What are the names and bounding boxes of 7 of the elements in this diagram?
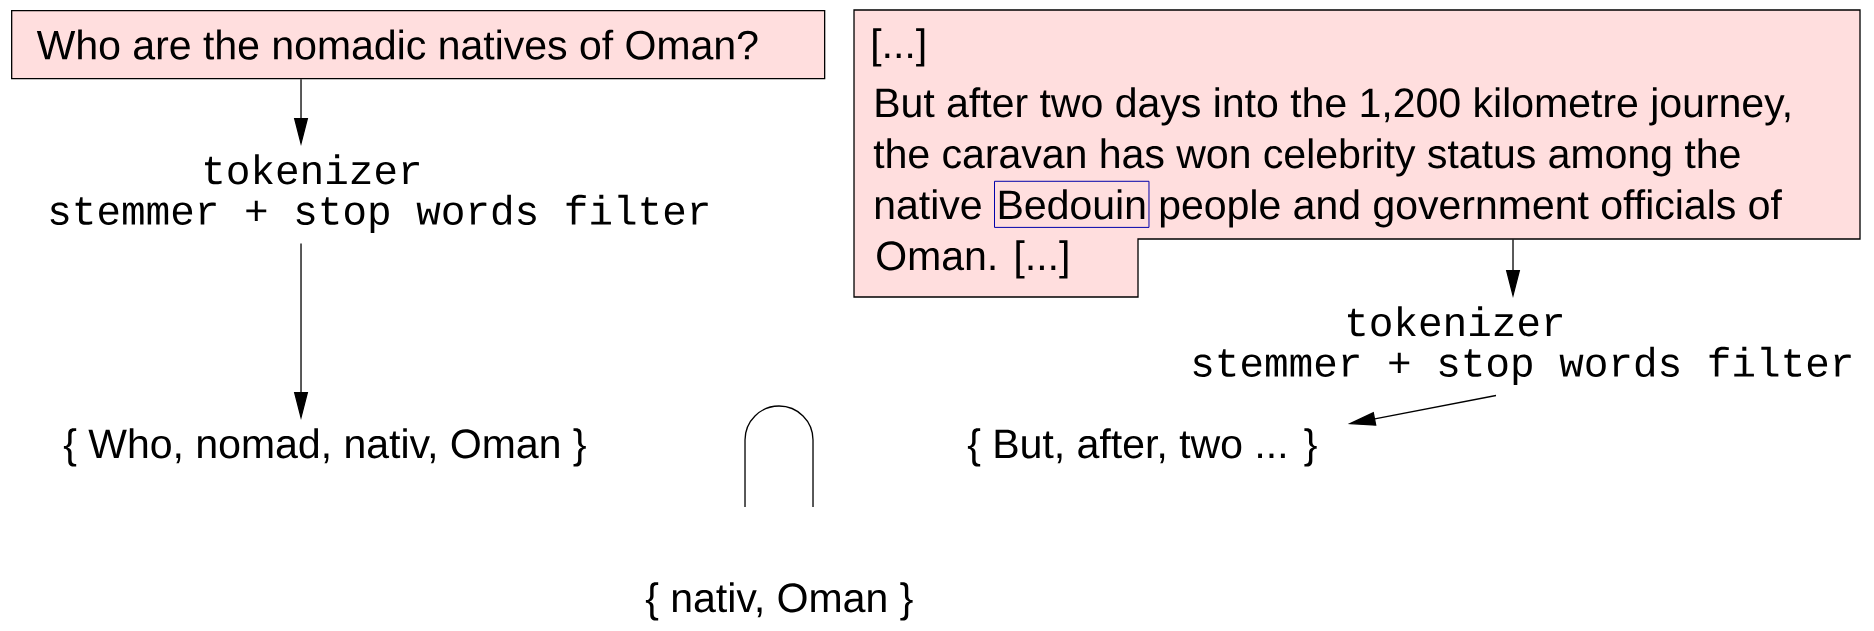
processing-step-label: tokenizer stemmer + stop words filter <box>50 154 708 233</box>
token-set: { Who, nomad, nativ, Oman } <box>63 428 586 467</box>
token-set: { But, after, two ... } <box>967 428 1317 467</box>
question-box: Who are the nomadic natives of Oman? <box>11 10 826 80</box>
processing-step-label: tokenizer stemmer + stop words filter <box>1193 306 1851 385</box>
highlight-box: Bedouin <box>994 180 1150 228</box>
token-set: { nativ, Oman } <box>645 582 913 621</box>
